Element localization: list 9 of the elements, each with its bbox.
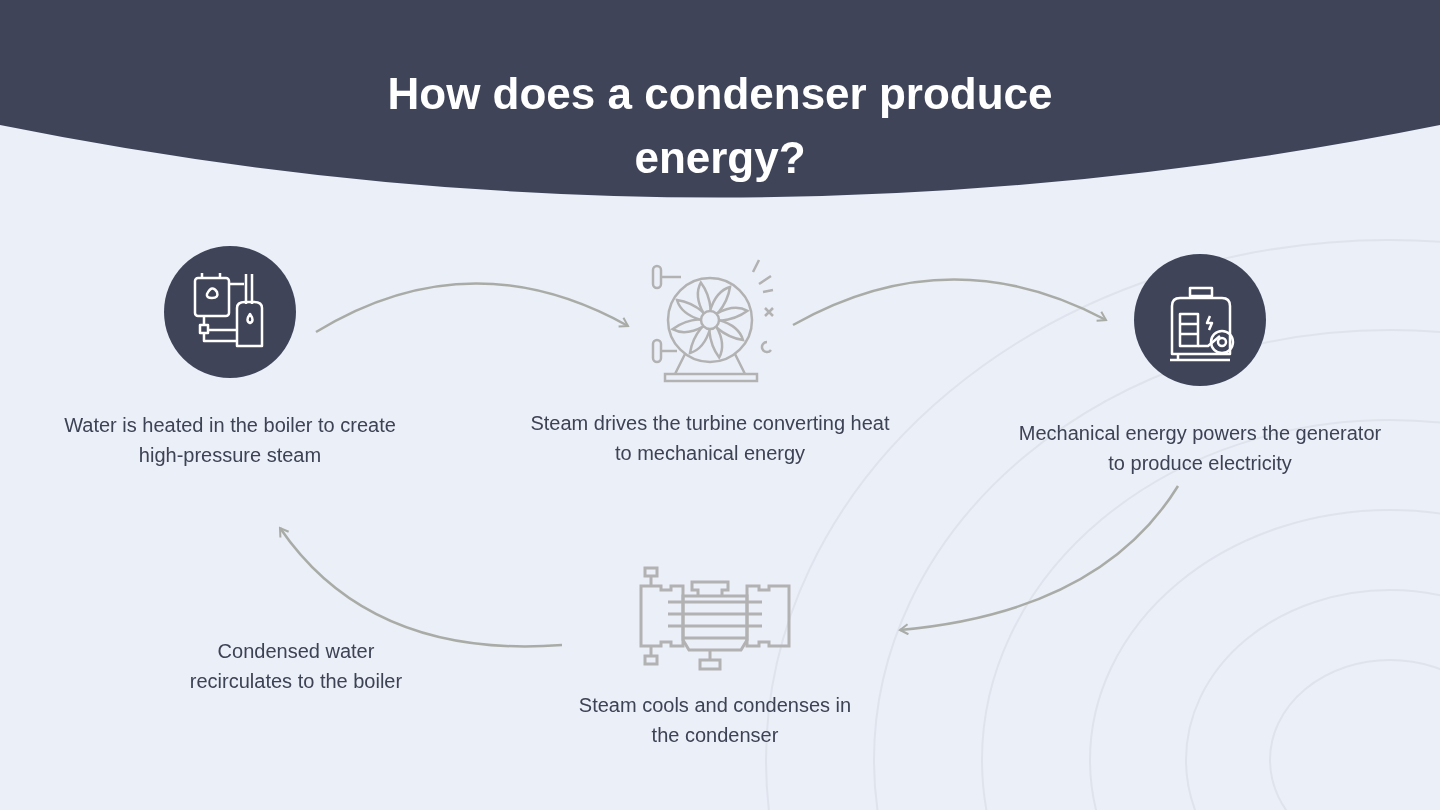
arrow <box>899 485 1180 636</box>
title: How does a condenser produce energy? <box>386 68 1054 184</box>
step-text: Steam drives the turbine converting heat to mechanical energy <box>529 411 891 466</box>
step-text: Water is heated in the boiler to create high-pressure steam <box>63 413 397 468</box>
step-text: Steam cools and condenses in the condenser <box>577 693 853 748</box>
arrow <box>315 282 629 334</box>
arrow <box>792 278 1107 327</box>
arrow <box>279 527 563 648</box>
step-text: Mechanical energy powers the generator to produce electricity <box>1017 421 1383 476</box>
